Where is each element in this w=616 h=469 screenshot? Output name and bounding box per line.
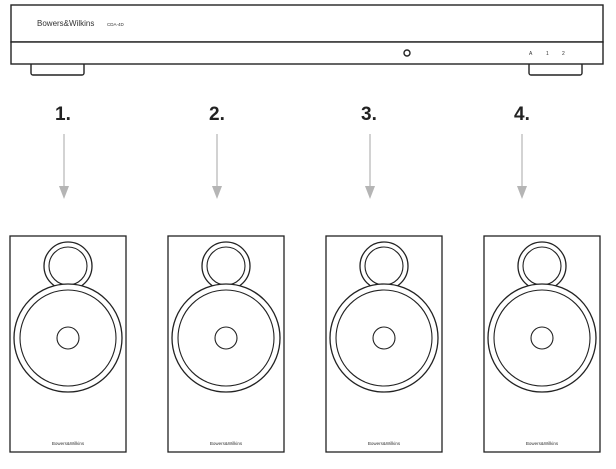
amplifier-model-label: CDA-4D [107,22,125,27]
woofer-dust-cap [530,326,554,350]
tweeter-dome [48,246,88,286]
indicator-label-1: 1 [546,51,549,57]
channel-number: 2. [209,104,225,125]
speaker-brand-label: Bowers&Wilkins [526,441,559,446]
amplifier: Bowers&Wilkins CDA-4D A 1 2 [10,4,604,76]
woofer-dust-cap [214,326,238,350]
speaker: Bowers&Wilkins [167,235,285,453]
channel-3: 3. Bowers&Wilkins [325,104,443,453]
speaker: Bowers&Wilkins [325,235,443,453]
arrow-down-icon [212,134,222,199]
speaker-brand-label: Bowers&Wilkins [52,441,85,446]
speaker-brand-label: Bowers&Wilkins [210,441,243,446]
amplifier-foot-right [528,62,583,76]
amplifier-brand-label: Bowers&Wilkins [37,19,94,28]
speaker: Bowers&Wilkins [9,235,127,453]
tweeter-dome [206,246,246,286]
tweeter-dome [364,246,404,286]
channel-4: 4. Bowers&Wilkins [483,104,601,453]
amplifier-front-panel [10,41,604,65]
channel-number: 1. [55,104,71,125]
arrow-down-icon [517,134,527,199]
speaker-brand-label: Bowers&Wilkins [368,441,401,446]
woofer-dust-cap [56,326,80,350]
channel-number: 3. [361,104,377,125]
channel-2: 2. Bowers&Wilkins [167,104,285,453]
woofer-dust-cap [372,326,396,350]
indicator-label-2: 2 [562,51,565,57]
arrow-down-icon [59,134,69,199]
power-button-icon[interactable] [403,49,411,57]
channel-number: 4. [514,104,530,125]
amplifier-foot-left [30,62,85,76]
speaker: Bowers&Wilkins [483,235,601,453]
tweeter-dome [522,246,562,286]
arrow-down-icon [365,134,375,199]
amplifier-top-panel [10,4,604,43]
indicator-label-a: A [529,51,533,57]
channel-1: 1. Bowers&Wilkins [9,104,127,453]
